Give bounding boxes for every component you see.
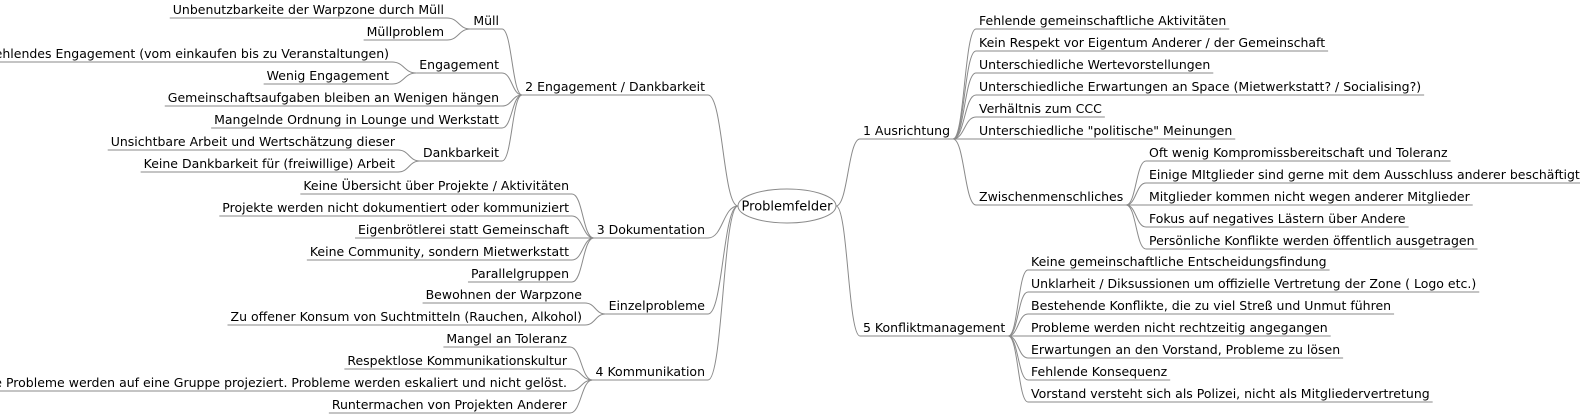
leaf-node-left-3-3[interactable]: Runtermachen von Projekten Anderer: [332, 397, 568, 412]
branch-node-left-0[interactable]: 2 Engagement / Dankbarkeit: [525, 79, 705, 94]
leaf-node-right-0-6-3[interactable]: Fokus auf negatives Lästern über Andere: [1149, 211, 1406, 226]
connector-left-3-0: [569, 346, 593, 381]
leaf-node-right-0-6-1[interactable]: Einige MItglieder sind gerne mit dem Aus…: [1149, 167, 1580, 182]
connector-left-1-0: [571, 193, 594, 239]
leaf-node-right-0-1[interactable]: Kein Respekt vor Eigentum Anderer / der …: [979, 35, 1325, 50]
leaf-node-left-1-2[interactable]: Eigenbrötlerei statt Gemeinschaft: [358, 222, 569, 237]
connector-left-1-1: [571, 215, 594, 239]
leaf-node-right-0-0[interactable]: Fehlende gemeinschaftliche Aktivitäten: [979, 13, 1226, 28]
leaf-node-left-1-1[interactable]: Projekte werden nicht dokumentiert oder …: [222, 200, 569, 215]
connector-left-2-1: [584, 313, 606, 326]
leaf-node-left-0-3[interactable]: Mangelnde Ordnung in Lounge und Werkstat…: [214, 112, 499, 127]
leaf-node-left-3-1[interactable]: Respektlose Kommunikationskultur: [347, 353, 567, 368]
connector-right-0: [835, 138, 861, 207]
leaf-node-right-0-6-4[interactable]: Persönliche Konflikte werden öffentlich …: [1149, 233, 1475, 248]
connector-right-1-5: [1008, 335, 1029, 381]
connector-right-0-6-3: [1126, 204, 1147, 228]
leaf-node-left-1-4[interactable]: Parallelgruppen: [471, 266, 569, 281]
leaf-node-left-0-0-0[interactable]: Unbenutzbarkeite der Warpzone durch Müll: [173, 2, 444, 17]
leaf-node-left-1-0[interactable]: Keine Übersicht über Projekte / Aktivitä…: [303, 177, 569, 193]
leaf-node-left-3-2[interactable]: Alle Probleme werden auf eine Gruppe pro…: [0, 375, 567, 390]
branch-node-left-0-4[interactable]: Dankbarkeit: [423, 145, 499, 160]
leaf-node-left-1-3[interactable]: Keine Community, sondern Mietwerkstatt: [310, 244, 569, 259]
leaf-node-left-2-0[interactable]: Bewohnen der Warpzone: [426, 287, 583, 302]
connector-right-0-1: [952, 50, 977, 140]
connector-left-3: [707, 205, 739, 381]
branch-node-left-2[interactable]: Einzelprobleme: [609, 298, 706, 313]
leaf-node-right-1-5[interactable]: Fehlende Konsequenz: [1031, 364, 1168, 379]
leaf-node-left-0-0-1[interactable]: Müllproblem: [367, 24, 444, 39]
connector-left-0-0-1: [446, 28, 471, 41]
connector-right-1: [835, 205, 861, 337]
connector-right-0-6-0: [1126, 160, 1147, 206]
root-node-label: Problemfelder: [742, 200, 834, 215]
leaf-node-right-1-2[interactable]: Bestehende Konflikte, die zu viel Streß …: [1031, 298, 1391, 313]
leaf-node-right-1-4[interactable]: Erwartungen an den Vorstand, Probleme zu…: [1031, 342, 1340, 357]
connector-left-1-4: [571, 237, 594, 283]
leaf-node-right-0-6-0[interactable]: Oft wenig Kompromissbereitschaft und Tol…: [1149, 145, 1448, 160]
connector-right-0-6: [952, 138, 977, 206]
branch-node-left-0-1[interactable]: Engagement: [419, 57, 499, 72]
connector-left-0-4: [501, 94, 523, 162]
leaf-node-right-0-5[interactable]: Unterschiedliche "politische" Meinungen: [979, 123, 1232, 138]
leaf-node-right-0-3[interactable]: Unterschiedliche Erwartungen an Space (M…: [979, 79, 1421, 94]
connector-right-1-1: [1008, 291, 1029, 337]
connector-left-1-3: [571, 237, 594, 261]
connector-right-0-6-1: [1126, 182, 1147, 206]
leaf-node-left-0-1-1[interactable]: Wenig Engagement: [267, 68, 389, 83]
leaf-node-left-0-1-0[interactable]: Fehlendes Engagement (vom einkaufen bis …: [0, 46, 389, 61]
connector-left-0-0: [501, 28, 523, 96]
connector-left-0-1: [501, 72, 523, 96]
connector-right-1-6: [1008, 335, 1029, 403]
branch-node-left-1[interactable]: 3 Dokumentation: [597, 222, 705, 237]
connector-left-2: [707, 205, 739, 315]
leaf-node-right-0-6-2[interactable]: Mitglieder kommen nicht wegen anderer Mi…: [1149, 189, 1471, 204]
connector-right-0-4: [952, 116, 977, 140]
leaf-node-right-1-6[interactable]: Vorstand versteht sich als Polizei, nich…: [1031, 386, 1430, 401]
connector-left-3-3: [569, 379, 593, 414]
connector-left-0-0-0: [446, 17, 471, 30]
leaf-node-right-1-1[interactable]: Unklarheit / Diksussionen um offizielle …: [1031, 276, 1476, 291]
leaf-node-right-1-0[interactable]: Keine gemeinschaftliche Entscheidungsfin…: [1031, 254, 1327, 269]
leaf-node-left-0-4-1[interactable]: Keine Dankbarkeit für (freiwillige) Arbe…: [144, 156, 395, 171]
edges-layer: [0, 17, 1580, 414]
connector-right-0-6-4: [1126, 204, 1147, 250]
leaf-node-right-0-2[interactable]: Unterschiedliche Wertevorstellungen: [979, 57, 1210, 72]
leaf-node-left-3-0[interactable]: Mangel an Toleranz: [446, 331, 567, 346]
leaf-node-left-0-2[interactable]: Gemeinschaftsaufgaben bleiben an Wenigen…: [168, 90, 499, 105]
connector-left-0-4-1: [397, 160, 420, 173]
connector-left-1: [707, 205, 739, 239]
connector-left-3-1: [569, 368, 593, 381]
connector-right-1-2: [1008, 313, 1029, 337]
leaf-node-left-0-4-0[interactable]: Unsichtbare Arbeit und Wertschätzung die…: [111, 134, 396, 149]
branch-node-right-0-6[interactable]: Zwischenmenschliches: [979, 189, 1123, 204]
connector-left-0-1-0: [391, 61, 417, 74]
leaf-node-left-2-1[interactable]: Zu offener Konsum von Suchtmitteln (Rauc…: [231, 309, 582, 324]
branch-node-left-3[interactable]: 4 Kommunikation: [596, 364, 705, 379]
connector-left-0-4-0: [397, 149, 420, 162]
connector-left-0-1-1: [391, 72, 417, 85]
branch-node-right-1[interactable]: 5 Konfliktmanagement: [863, 320, 1005, 335]
branch-node-left-0-0[interactable]: Müll: [473, 13, 499, 28]
connector-left-0: [707, 94, 739, 207]
branch-node-right-0[interactable]: 1 Ausrichtung: [863, 123, 950, 138]
connector-right-0-0: [952, 28, 977, 140]
root-node[interactable]: [737, 188, 837, 224]
connector-right-0-3: [952, 94, 977, 140]
leaf-node-right-0-4[interactable]: Verhältnis zum CCC: [979, 101, 1102, 116]
connector-left-2-0: [584, 302, 606, 315]
leaf-node-right-1-3[interactable]: Probleme werden nicht rechtzeitig angega…: [1031, 320, 1328, 335]
